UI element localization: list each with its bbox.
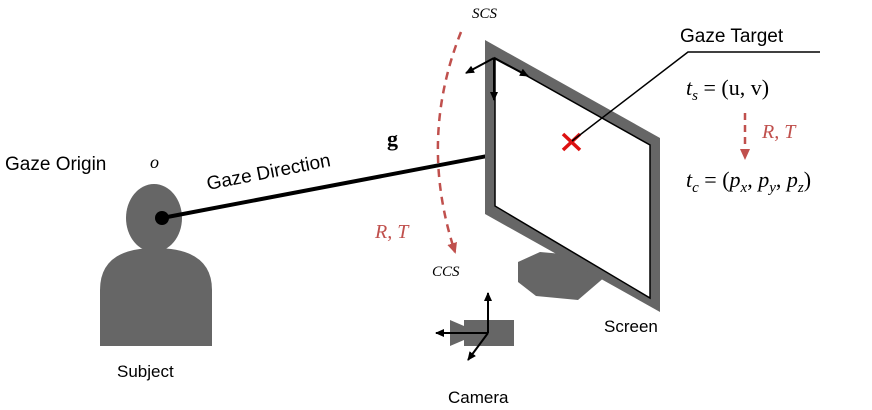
ccs-label: CCS [432, 264, 460, 280]
monitor [485, 40, 660, 312]
rt-right-label: R, T [761, 121, 797, 143]
scs-axes [465, 57, 529, 101]
screen-label: Screen [604, 317, 658, 336]
scs-to-ccs-transform-arrow [436, 31, 463, 254]
subject-figure [100, 184, 212, 346]
camera-label: Camera [448, 388, 509, 407]
ts-equation: ts = (u, v) [686, 75, 769, 104]
scs-label: SCS [472, 6, 498, 22]
tc-equation: tc = (px, py, pz) [686, 167, 811, 196]
subject-head [126, 184, 182, 252]
subject-body [100, 248, 212, 346]
gaze-target-leader [571, 51, 820, 142]
gaze-origin-symbol: o [150, 152, 159, 172]
subject-label: Subject [117, 362, 174, 381]
camera [435, 292, 514, 361]
monitor-screen [494, 56, 651, 300]
rt-left-label: R, T [374, 221, 410, 243]
gaze-target-label: Gaze Target [680, 26, 784, 47]
gaze-origin-label: Gaze Origin [5, 154, 106, 175]
gaze-direction-symbol: g [387, 126, 398, 151]
